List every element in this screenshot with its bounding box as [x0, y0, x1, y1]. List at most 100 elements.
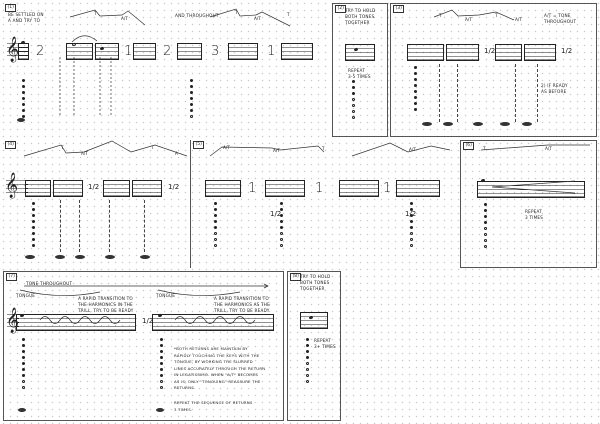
dynamic-mark: T: [483, 146, 486, 151]
fraction-mark: 1/2: [561, 47, 573, 55]
panel-number: (4): [5, 141, 17, 149]
fraction-mark: 1/2: [88, 183, 100, 191]
tongue-mark: TONGUE: [156, 293, 176, 298]
dynamic-mark: T: [287, 12, 290, 17]
repeat-note: REPEAT 3+ TIMES: [314, 338, 336, 349]
guide-line: [79, 200, 80, 252]
count-number: 1: [383, 181, 392, 196]
measure: [407, 44, 444, 61]
if-ready-note: 2) IF READY AS BEFORE: [541, 83, 568, 94]
exercise-panel-5: (5) A/T A/T T A/T 1 1 1 1/2 1/2: [190, 140, 456, 268]
panel-number: (5): [193, 141, 205, 149]
exercise-panel-1: (1) BE SETTLED ON A AND TRY TO AND THROU…: [3, 3, 329, 137]
guide-line: [537, 64, 538, 122]
measure: [66, 43, 93, 60]
exercise-panel-4: (4) T A/T T A 𝄞 1/2 1/2: [3, 140, 189, 268]
dynamic-mark: A/T: [223, 145, 230, 150]
dynamic-mark: A/T: [515, 17, 522, 22]
measure: [477, 181, 585, 198]
guide-line: [60, 200, 61, 252]
dynamic-mark: A/T: [409, 147, 416, 152]
hold-tones-note: TRY TO HOLD BOTH TONES TOGETHER: [345, 8, 376, 25]
fraction-mark: 1/2: [484, 47, 496, 55]
fingering-chart: [31, 202, 35, 250]
tone-throughout-note: A/T = TONE THROUGHOUT: [544, 13, 577, 24]
dynamic-mark: A/T: [121, 16, 128, 21]
dynamic-mark: T: [151, 145, 154, 150]
count-number: 1: [124, 44, 133, 59]
repeat-sequence-note: REPEAT THE SEQUENCE OF RETURNS 3 TIMES.: [174, 400, 253, 412]
transition-note: A RAPID TRANSITION TO THE HARMONICS AS T…: [214, 296, 271, 313]
measure: [524, 44, 556, 61]
throughout-note: AND THROUGHOUT: [175, 13, 219, 18]
measure: [339, 180, 379, 197]
dynamic-mark: A/T: [81, 151, 88, 156]
tone-throughout-heading: TONE THROUGHOUT: [26, 281, 73, 286]
staff: [6, 180, 28, 196]
measure: [228, 43, 258, 60]
measure: [152, 314, 274, 331]
fingering-chart: [279, 202, 283, 250]
panel-number: (2): [335, 5, 347, 13]
panel-number: (8): [290, 273, 302, 281]
panel-number: (3): [393, 5, 405, 13]
exercise-panel-8: (8) TRY TO HOLD BOTH TONES TOGETHER REPE…: [287, 271, 341, 421]
exercise-panel-7: (7) TONE THROUGHOUT TONGUE TONGUE A RAPI…: [3, 271, 284, 421]
dynamic-mark: T: [495, 13, 498, 18]
measure: [300, 312, 328, 329]
count-number: 2: [36, 44, 45, 59]
instruction-note: BE SETTLED ON A AND TRY TO: [8, 12, 44, 23]
exercise-panel-3: (3) T A/T T A/T A/T = TONE THROUGHOUT 1/…: [390, 3, 597, 137]
dynamic-mark: T: [439, 13, 442, 18]
panel-number: (1): [5, 4, 17, 12]
body-instructions: *BOTH RETURNS ARE MAINTAIN BY RAPIDLY TO…: [174, 346, 266, 390]
exercise-panel-6: (6) T A/T REPEAT 3 TIMES: [460, 140, 597, 268]
dynamic-mark: T: [235, 10, 238, 15]
dynamic-mark: T: [61, 145, 64, 150]
guide-line: [457, 64, 458, 122]
fingering-chart: [305, 338, 309, 386]
guide-line: [439, 64, 440, 122]
measure: [205, 180, 241, 197]
fingering-chart: [483, 203, 487, 251]
dynamic-mark: A/T: [545, 146, 552, 151]
panel-number: (6): [463, 142, 475, 150]
guide-line: [144, 200, 145, 252]
panel-number: (7): [6, 273, 18, 281]
transition-note: A RAPID TRANSITION TO THE HARMONICS IN T…: [78, 296, 134, 313]
count-number: 1: [267, 44, 276, 59]
count-number: 1: [248, 181, 257, 196]
guide-line: [515, 64, 516, 122]
fingering-chart: [189, 79, 193, 121]
fingering-chart: [409, 202, 413, 250]
fraction-mark: 1/2: [270, 210, 282, 218]
dynamic-mark: A: [175, 151, 178, 156]
dynamic-mark: T: [322, 146, 325, 151]
fraction-mark: 1/2: [168, 183, 180, 191]
repeat-note: REPEAT 3 TIMES: [525, 209, 544, 220]
dynamic-mark: T: [94, 11, 97, 16]
measure: [103, 180, 130, 197]
measure: [18, 43, 29, 60]
measure: [396, 180, 440, 197]
measure: [132, 180, 162, 197]
measure: [495, 44, 522, 61]
fraction-mark: 1/2: [142, 317, 154, 325]
guide-line: [109, 200, 110, 252]
measure: [53, 180, 83, 197]
dynamic-mark: A/T: [254, 16, 261, 21]
measure: [16, 314, 136, 331]
measure: [265, 180, 305, 197]
measure: [25, 180, 51, 197]
measure: [281, 43, 313, 60]
tongue-mark: TONGUE: [16, 293, 36, 298]
dynamic-mark: A/T: [465, 17, 472, 22]
measure: [345, 44, 375, 61]
repeat-note: REPEAT 3-5 TIMES: [348, 68, 371, 79]
fingering-chart: [213, 202, 217, 250]
fingering-chart: [159, 338, 163, 392]
fingering-chart: [21, 79, 25, 121]
count-number: 3: [211, 44, 220, 59]
count-number: 1: [315, 181, 324, 196]
fingering-chart: [21, 338, 25, 392]
